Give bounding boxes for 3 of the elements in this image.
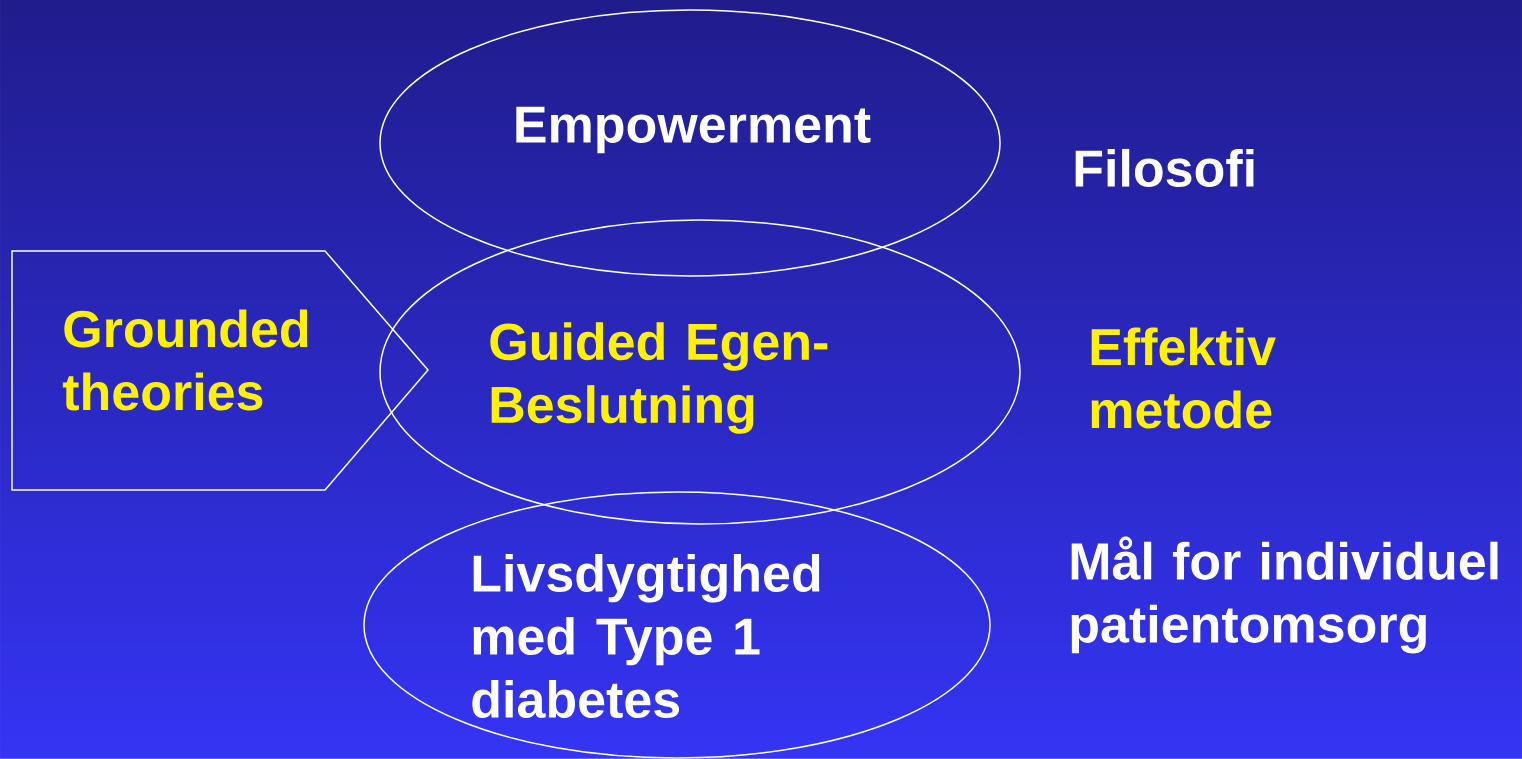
side-label: Filosofi — [1075, 148, 1254, 188]
side-label: Effektiv metode — [1091, 327, 1276, 429]
side-label: Mål for individuel patientomsorg — [1071, 536, 1498, 654]
